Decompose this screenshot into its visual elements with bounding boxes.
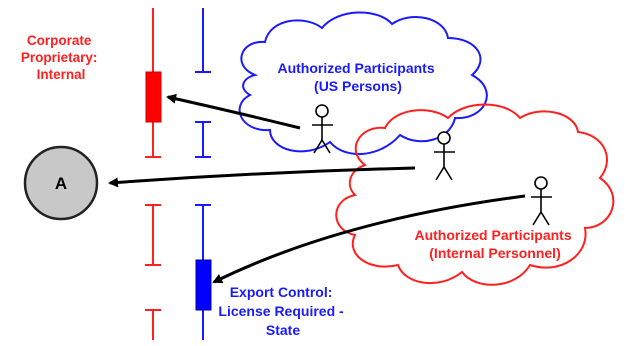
red-timeline [145, 8, 161, 340]
corporate-bar [145, 71, 162, 123]
person-icon [531, 176, 552, 226]
arrow-us-to-corporate [166, 93, 301, 130]
arrow-internal-to-circle [108, 166, 416, 188]
corporate-label: Corporate Proprietary: Internal [21, 33, 101, 82]
internal-personnel-label: Authorized Participants (Internal Person… [414, 227, 575, 261]
us-persons-cloud [238, 11, 488, 155]
export-control-label: Export Control: License Required - State [218, 284, 347, 338]
person-icon [312, 104, 333, 154]
circle-node-a: A [23, 145, 99, 221]
export-bar [195, 259, 212, 311]
internal-personnel-cloud [335, 103, 615, 286]
person-icon [434, 131, 455, 181]
access-arrows [108, 93, 526, 284]
circle-label: A [55, 174, 67, 193]
us-persons-label: Authorized Participants (US Persons) [277, 60, 438, 94]
arrow-internal-to-export [212, 194, 526, 284]
blue-timeline [195, 8, 211, 340]
